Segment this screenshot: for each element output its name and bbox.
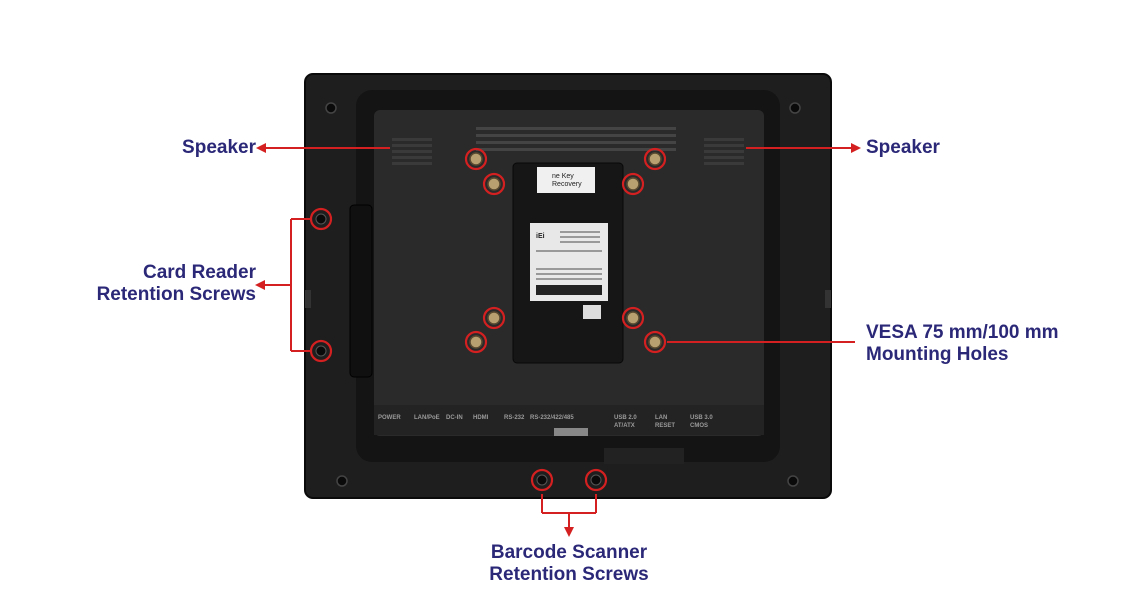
vesa-callout: VESA 75 mm/100 mm Mounting Holes [866,322,1106,366]
highlight-circle [464,147,488,171]
port-sublabel: CMOS [690,423,708,429]
port-label: DC-IN [446,415,463,421]
top-vent-grille [476,127,676,151]
left-side-notch [305,290,311,308]
corner-screw-icon [325,102,337,114]
port-label-row: POWER LAN/PoE DC-IN HDMI RS-232 RS-232/422/48… [378,415,713,429]
recovery-sticker [537,167,595,193]
port-label: LAN [655,415,667,421]
callout-lines [262,147,855,530]
speaker-left-label: Speaker [182,137,256,158]
barcode-callout: Barcode Scanner Retention Screws [449,542,689,586]
barcode-icon [536,285,602,295]
port-label: LAN/PoE [414,415,440,421]
corner-screw-icon [787,475,799,487]
card-reader-callout: Card Reader Retention Screws [40,262,256,306]
screw-icon [626,177,640,191]
corner-screw-icon [336,475,348,487]
port-sublabel: RESET [655,423,675,429]
screw-icon [315,213,327,225]
highlight-circle [309,339,333,363]
screw-icon [469,152,483,166]
screw-icon [469,335,483,349]
port-label: POWER [378,415,401,421]
card-reader-housing [349,204,373,378]
port-label: RS-232/422/485 [530,415,574,421]
highlight-circle [643,147,667,171]
label-brand: iEi [536,233,545,240]
bottom-connector [554,428,588,436]
card-reader-line1: Card Reader [143,262,256,283]
speaker-left-callout: Speaker [150,137,256,159]
callout-arrowheads [255,143,861,537]
screw-icon [487,177,501,191]
port-label: USB 3.0 [690,415,713,421]
corner-screw-icon [789,102,801,114]
highlight-circle [621,306,645,330]
screw-icon [315,345,327,357]
screw-icon [487,311,501,325]
highlight-circle [643,330,667,354]
speaker-right-label: Speaker [866,137,940,158]
vesa-line1: VESA 75 mm/100 mm [866,322,1059,343]
card-reader-line2: Retention Screws [96,284,256,305]
label-text-lines [536,231,602,280]
highlight-circle [584,468,608,492]
vesa-screws [315,152,662,486]
port-label: HDMI [473,415,489,421]
right-side-notch [825,290,831,308]
screw-icon [626,311,640,325]
screw-icon [536,474,548,486]
highlight-circle [482,172,506,196]
highlight-circles [309,147,667,492]
highlight-circle [482,306,506,330]
barcode-line2: Retention Screws [489,564,649,585]
speaker-right-callout: Speaker [866,137,986,159]
barcode-line1: Barcode Scanner [490,542,648,563]
sticker-line1: ne Key [552,173,574,180]
screw-icon [648,152,662,166]
port-sublabel: AT/ATX [614,423,635,429]
port-label: RS-232 [504,415,525,421]
speaker-grille-right [704,138,744,165]
sticker-line2: Recovery [552,181,582,188]
small-sticker [583,305,601,319]
screw-icon [648,335,662,349]
highlight-circle [530,468,554,492]
highlight-circle [309,207,333,231]
highlight-circle [621,172,645,196]
bottom-vent [604,448,684,464]
highlight-circle [464,330,488,354]
speaker-grille-left [392,138,432,165]
port-label: USB 2.0 [614,415,637,421]
screw-icon [590,474,602,486]
vesa-line2: Mounting Holes [866,344,1009,365]
